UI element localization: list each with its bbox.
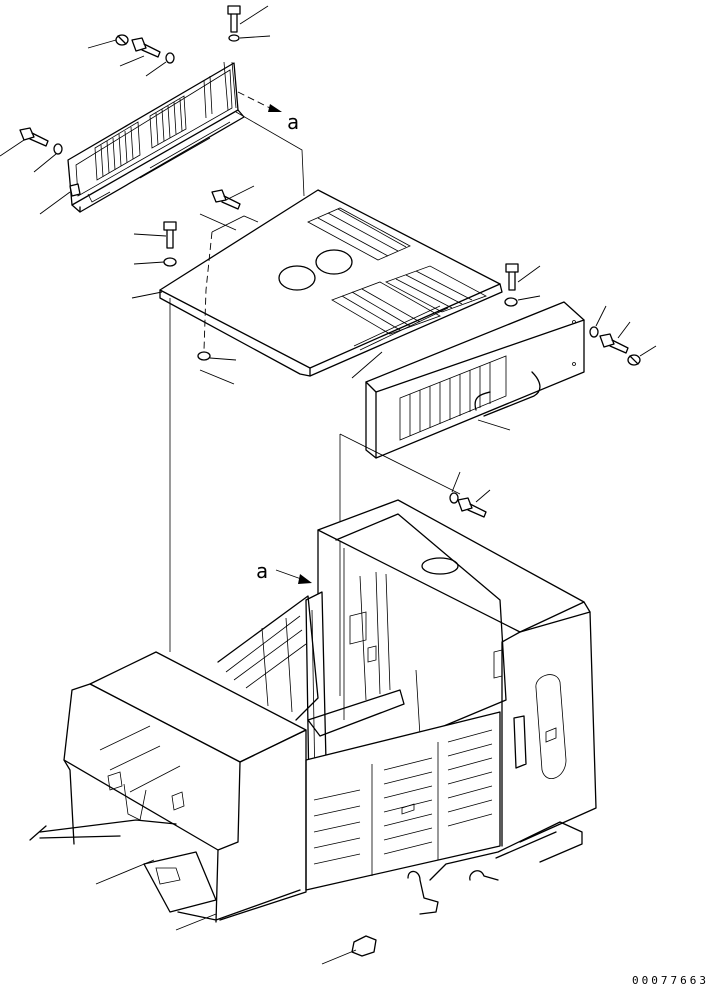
bolt [599,333,629,354]
cab-housing [63,499,597,923]
washer [589,326,599,338]
side-handle [513,715,527,769]
washer [228,34,240,42]
right-side-grille-cover [365,301,585,459]
view-reference-label-lower: a [256,559,268,583]
nut [627,354,641,366]
washer [165,52,175,64]
leader-lines [0,5,657,965]
view-reference-label-top: a [287,110,299,134]
top-access-hole [421,557,459,575]
mount-block [351,935,377,957]
bolt [457,497,487,518]
door-step [307,689,405,737]
bolt [163,221,177,249]
fan-openings [278,249,353,291]
bolt [505,263,519,291]
top-rear-louvers [307,207,411,261]
base-frame [29,819,583,957]
top-roof-cover [159,189,503,377]
bolt [19,127,49,147]
alignment-lines [169,111,461,696]
washer [197,351,211,361]
drawing-number: 00077663 [632,974,709,985]
washer [53,143,63,155]
view-reference-arrow-lower: a [256,559,312,584]
washer [504,297,518,307]
top-panel-hardware [163,189,519,361]
right-grille-louvers [399,355,507,441]
washer [449,492,459,504]
side-window [535,674,567,780]
nut [115,34,129,46]
front-louvers [313,729,493,865]
right-panel-hardware [449,326,641,518]
clip [69,183,81,197]
top-front-louvers [331,265,487,335]
bolt [131,37,161,58]
washer [163,257,177,267]
view-reference-arrow-top: a [237,91,299,134]
bolt [227,5,241,33]
left-panel-hardware [19,5,241,197]
left-grille-louvers [94,95,187,181]
left-side-grille-cover [67,61,245,213]
